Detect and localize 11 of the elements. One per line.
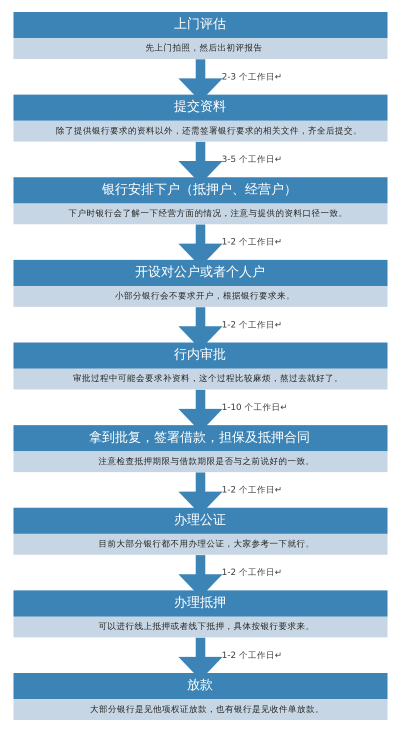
edge-label: 1-10 个工作日↵ (222, 402, 288, 413)
arrow (178, 307, 223, 350)
arrow (178, 59, 223, 102)
edge-label: 2-3 个工作日↵ (222, 72, 282, 82)
edge-label: 1-2 个工作日↵ (222, 320, 282, 330)
arrow (178, 390, 223, 432)
edge-label: 1-2 个工作日↵ (222, 568, 282, 578)
edge-label: 1-2 个工作日↵ (222, 486, 282, 496)
edge-label: 3-5 个工作日↵ (222, 155, 282, 166)
edge-label: 1-2 个工作日↵ (222, 238, 282, 248)
edge-label: 1-2 个工作日↵ (222, 650, 282, 661)
